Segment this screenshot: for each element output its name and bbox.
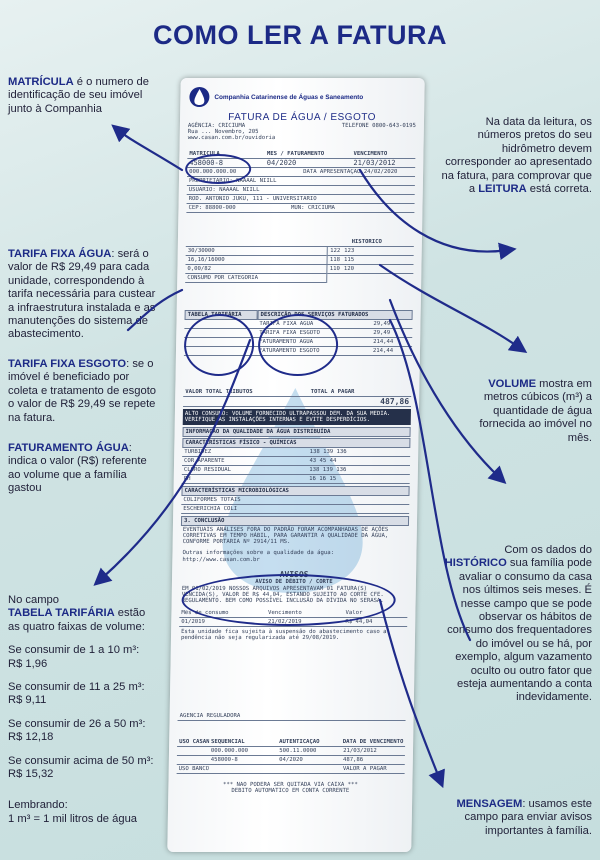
invoice-paper: Companhia Catarinense de Águas e Saneame… <box>167 78 425 852</box>
note-tarifa-agua: TARIFA FIXA ÁGUA: será o valor de R$ 29,… <box>8 248 158 342</box>
text-tabela-start: No campo <box>8 594 59 606</box>
note-mensagem: MENSAGEM: usamos este campo para enviar … <box>440 798 592 838</box>
text-mensagem: : usamos este campo para enviar avisos i… <box>464 798 592 837</box>
term-tarifa-agua: TARIFA FIXA ÁGUA <box>8 248 112 260</box>
term-matricula: MATRÍCULA <box>8 76 74 88</box>
note-faturamento: FATURAMENTO ÁGUA: indica o valor (R$) re… <box>8 442 153 496</box>
faixa-value: R$ 12,18 <box>8 731 54 744</box>
term-faturamento: FATURAMENTO ÁGUA <box>8 442 129 454</box>
arrow-leitura <box>358 168 517 260</box>
invoice-header: Companhia Catarinense de Águas e Saneame… <box>188 86 416 108</box>
faixa-4: Se consumir acima de 50 m³:R$ 15,32 <box>8 755 156 782</box>
term-tarifa-esgoto: TARIFA FIXA ESGOTO <box>8 358 127 370</box>
casan-logo-icon <box>189 87 210 107</box>
text-leitura: Na data da leitura, os números pretos do… <box>441 116 593 196</box>
arrow-tarifa <box>126 288 184 332</box>
text-historico: sua família pode avaliar o consumo da ca… <box>447 557 592 704</box>
text-leitura-end: está correta. <box>526 183 592 196</box>
text-tabela: estão as quatro faixas de volume: <box>8 607 146 633</box>
term-mensagem: MENSAGEM <box>456 798 523 810</box>
faixa-value: R$ 9,11 <box>8 694 47 707</box>
faixa-value: R$ 15,32 <box>8 768 54 781</box>
lembrando-text: 1 m³ = 1 mil litros de água <box>8 812 138 825</box>
faixa-label: Se consumir acima de 50 m³: <box>8 754 154 767</box>
arrow-mensagem <box>378 598 445 789</box>
faixa-label: Se consumir de 1 a 10 m³: <box>8 644 140 657</box>
faixa-label: Se consumir de 26 a 50 m³: <box>8 717 146 730</box>
term-tabela: TABELA TARIFÁRIA <box>8 607 115 620</box>
text-volume: mostra em metros cúbicos (m³) a quantida… <box>479 378 592 444</box>
text-matricula: é o numero de identificação de seu imóve… <box>8 76 149 115</box>
faixa-label: Se consumir de 11 a 25 m³: <box>8 681 145 694</box>
page-title: COMO LER A FATURA <box>153 20 447 50</box>
note-tabela: No campo TABELA TARIFÁRIA estão as quatr… <box>8 594 156 826</box>
faixa-1: Se consumir de 1 a 10 m³:R$ 1,96 <box>8 644 156 671</box>
lembrando-title: Lembrando: <box>8 799 68 812</box>
arrow-volume <box>378 263 528 354</box>
text-tarifa-esgoto: : se o imóvel é beneficiado por coleta e… <box>8 358 157 424</box>
text-historico-start: Com os dados do <box>504 544 592 556</box>
arrow-matricula <box>111 124 184 172</box>
text-tarifa-agua: : será o valor de R$ 29,49 para cada uni… <box>8 248 156 341</box>
arrow-historico <box>388 298 507 485</box>
text-faturamento: : indica o valor (R$) referente ao volum… <box>8 442 147 495</box>
arrow-tabela <box>93 338 252 586</box>
note-historico: Com os dados do HISTÓRICO sua família po… <box>440 544 592 705</box>
term-historico: HISTÓRICO <box>444 557 507 570</box>
faixa-2: Se consumir de 11 a 25 m³:R$ 9,11 <box>8 681 156 708</box>
note-leitura: Na data da leitura, os números pretos do… <box>440 116 593 196</box>
term-volume: VOLUME <box>488 378 537 390</box>
note-volume: VOLUME mostra em metros cúbicos (m³) a q… <box>470 378 592 445</box>
arrow-historico-line <box>388 318 472 642</box>
note-tarifa-esgoto: TARIFA FIXA ESGOTO: se o imóvel é benefi… <box>8 358 158 425</box>
note-matricula: MATRÍCULA é o numero de identificação de… <box>8 76 158 116</box>
term-leitura: LEITURA <box>478 183 527 196</box>
faixa-3: Se consumir de 26 a 50 m³:R$ 12,18 <box>8 718 156 745</box>
lembrando: Lembrando: 1 m³ = 1 mil litros de água <box>8 799 156 826</box>
faixa-value: R$ 1,96 <box>8 657 48 670</box>
